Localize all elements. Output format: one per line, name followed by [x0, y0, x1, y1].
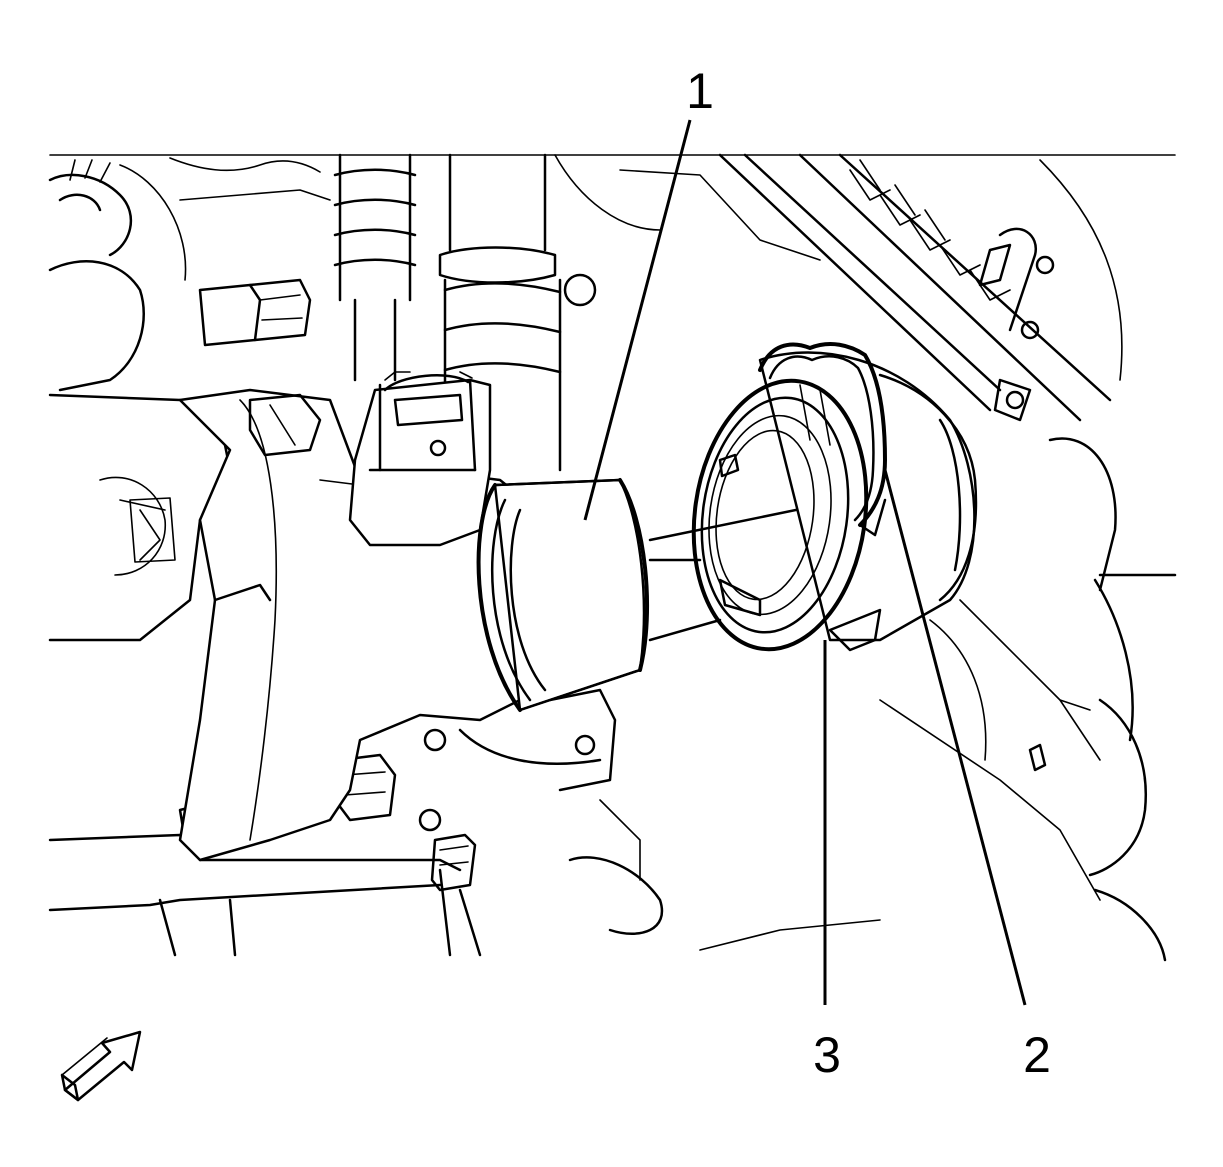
leader-line-2 [883, 469, 1027, 1006]
callout-3: 3 [813, 1027, 841, 1083]
callout-1: 1 [686, 63, 714, 119]
callout-leaders [583, 119, 1027, 1006]
callout-labels: 1 2 3 [686, 63, 1051, 1083]
arrow-icon [60, 1030, 142, 1102]
callout-2: 2 [1023, 1027, 1051, 1083]
air-inlet-duct-outlet [476, 478, 822, 712]
air-cleaner-outlet-duct [691, 342, 978, 652]
leader-line-1 [583, 119, 692, 521]
engine-bay-background [48, 153, 1177, 962]
mass-air-flow-sensor [348, 371, 492, 547]
